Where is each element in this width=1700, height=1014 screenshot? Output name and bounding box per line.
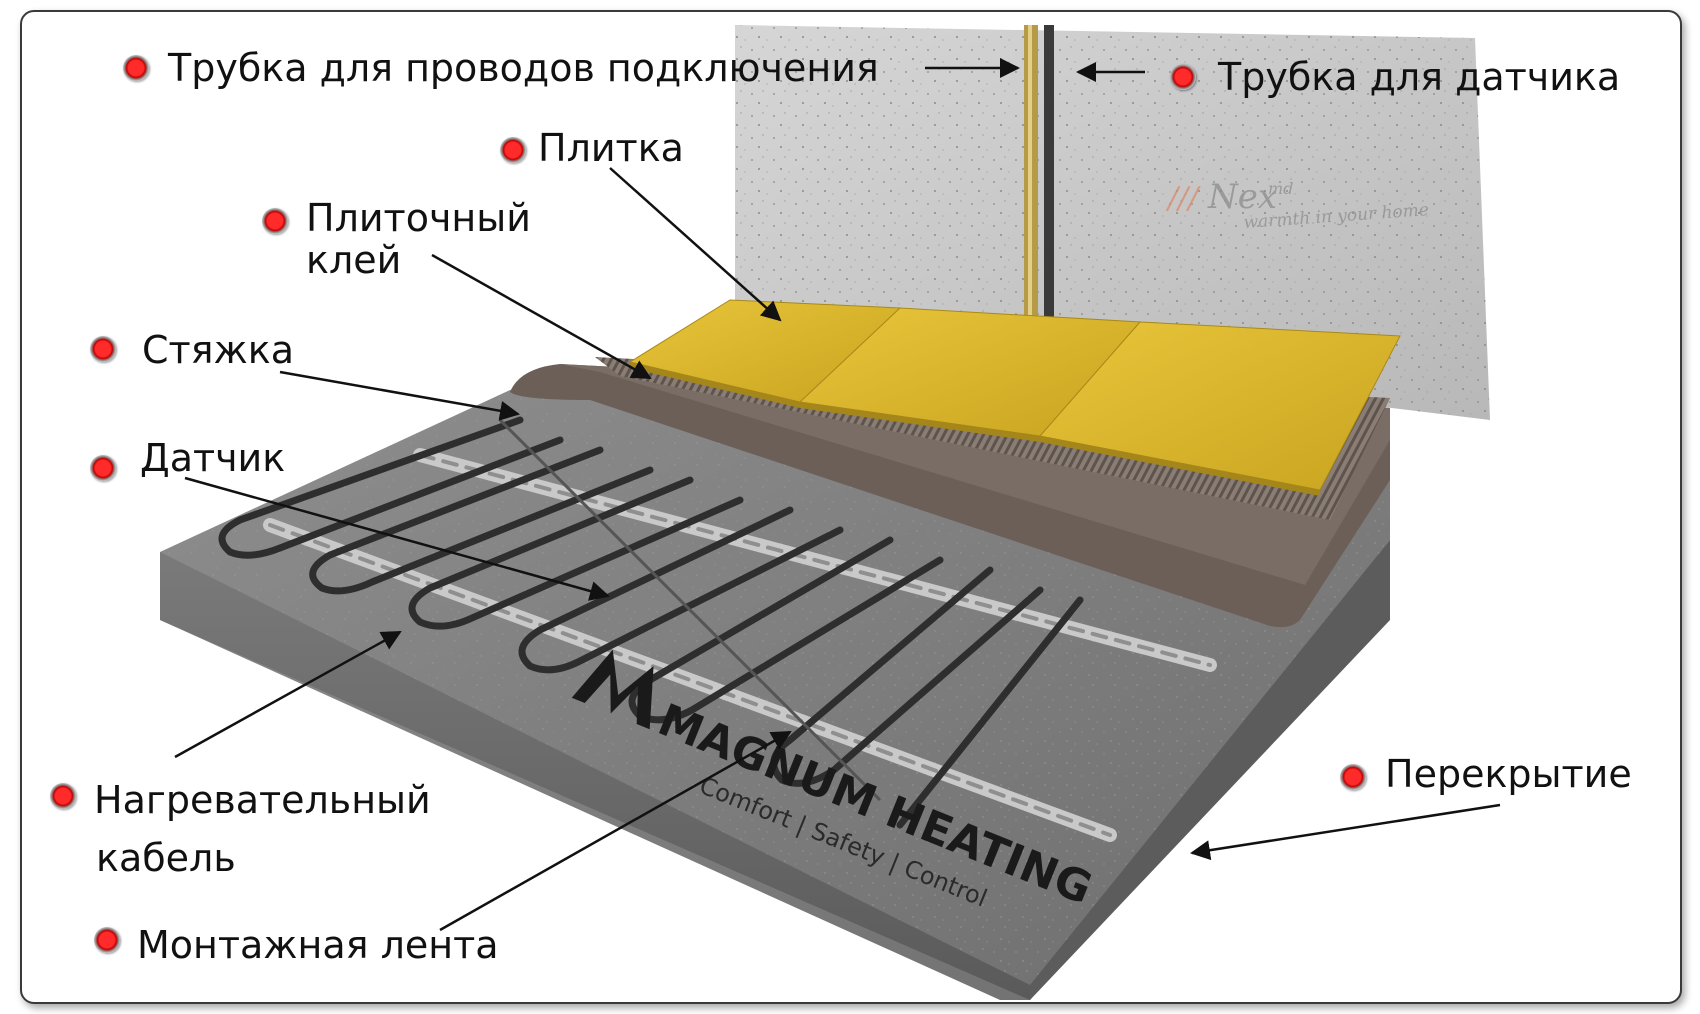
mounting-tapes [263, 448, 1217, 842]
marker-dot-tile [500, 137, 526, 163]
label-screed: Стяжка [142, 328, 294, 372]
marker-dot-screed [90, 336, 116, 362]
watermark: /// Nex md warmth in your home [1165, 177, 1429, 233]
label-slab: Перекрытие [1385, 752, 1632, 796]
label-mounting-tape: Монтажная лента [137, 923, 499, 967]
svg-text:///: /// [1165, 181, 1201, 216]
label-tile: Плитка [538, 126, 684, 170]
tiles [628, 299, 1401, 496]
label-tile-adhesive-line1: Плиточный [306, 196, 531, 240]
marker-dot-slab [1340, 764, 1366, 790]
marker-dot-sensor-tube [1170, 64, 1196, 90]
marker-dot-heating-cable [50, 783, 76, 809]
marker-dot-wire-tube [123, 55, 149, 81]
leader-arrows [174, 58, 1501, 932]
label-wire-tube: Трубка для проводов подключения [168, 46, 879, 90]
marker-dot-tile-adhesive [262, 208, 288, 234]
marker-dot-sensor [90, 455, 116, 481]
heating-cable [218, 416, 1084, 829]
label-tile-adhesive-line2: клей [306, 238, 402, 282]
watermark-brand: Nex [1207, 177, 1277, 217]
label-heating-cable-line1: Нагревательный [94, 778, 431, 822]
watermark-suffix: md [1268, 179, 1293, 198]
label-sensor: Датчик [140, 436, 286, 480]
sensor-wire [498, 418, 882, 802]
label-sensor-tube: Трубка для датчика [1218, 55, 1621, 99]
label-heating-cable-line2: кабель [96, 836, 236, 880]
wall-tubes [1024, 25, 1054, 355]
marker-dot-mounting-tape [94, 927, 120, 953]
